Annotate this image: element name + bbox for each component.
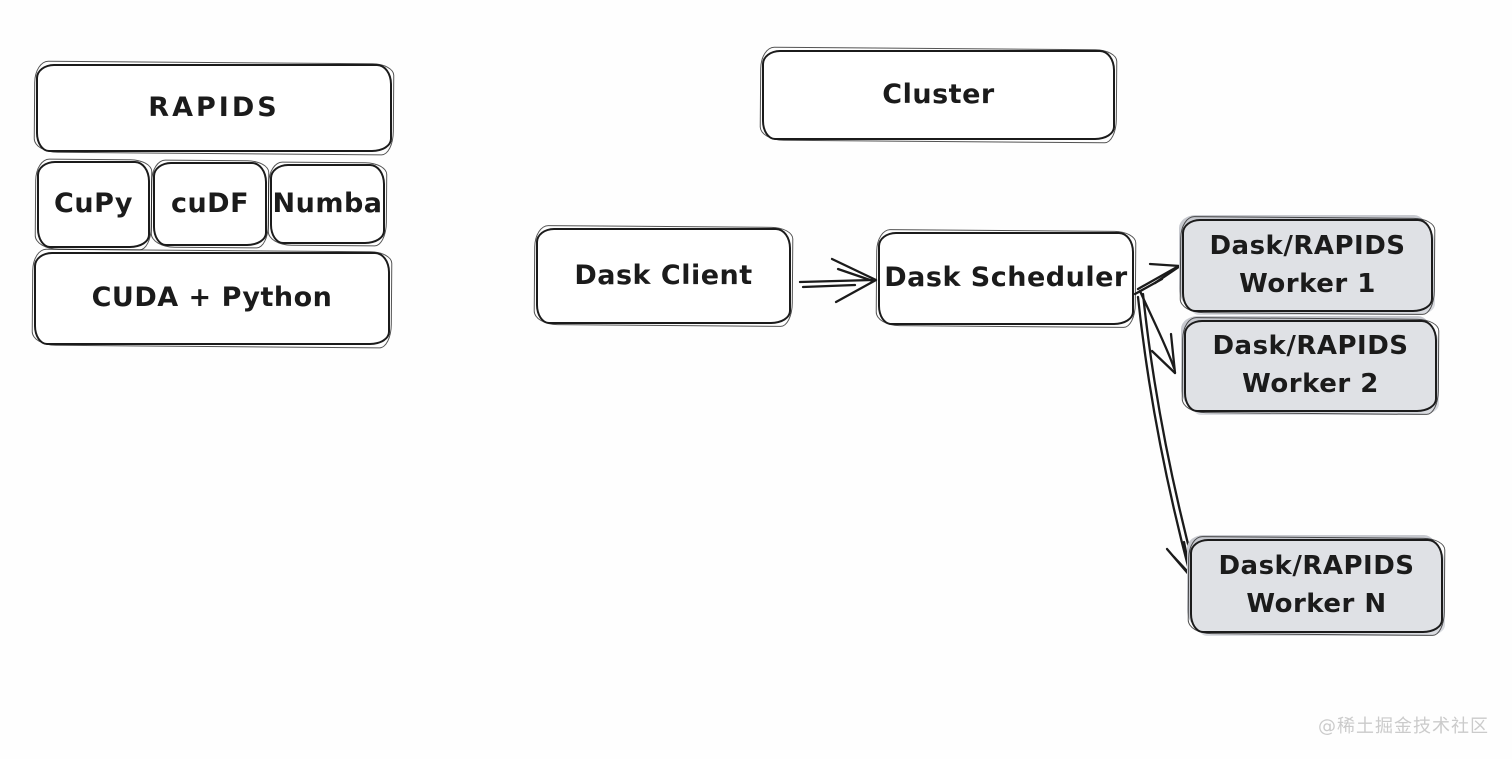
worker-1-line1: Dask/RAPIDS bbox=[1209, 230, 1406, 261]
dask-scheduler-label: Dask Scheduler bbox=[884, 262, 1128, 294]
worker-2-line2: Worker 2 bbox=[1242, 369, 1379, 399]
cuda-python-box: CUDA + Python bbox=[34, 252, 390, 345]
worker-2-line1: Dask/RAPIDS bbox=[1212, 331, 1409, 362]
worker-n-box: Dask/RAPIDS Worker N bbox=[1190, 539, 1443, 633]
rapids-box: RAPIDS bbox=[36, 64, 392, 152]
worker-n-line2: Worker N bbox=[1246, 589, 1387, 619]
cluster-box: Cluster bbox=[762, 50, 1115, 140]
cuda-python-label: CUDA + Python bbox=[91, 282, 333, 314]
dask-client-label: Dask Client bbox=[574, 259, 753, 291]
arrow-scheduler-to-worker-1 bbox=[1133, 262, 1182, 296]
worker-n-line1: Dask/RAPIDS bbox=[1218, 551, 1415, 582]
watermark: @稀土掘金技术社区 bbox=[1318, 716, 1489, 737]
cudf-box: cuDF bbox=[153, 162, 267, 246]
numba-label: Numba bbox=[272, 187, 383, 219]
dask-scheduler-box: Dask Scheduler bbox=[878, 232, 1134, 325]
arrow-scheduler-to-worker-2 bbox=[1138, 289, 1177, 375]
worker-1-box: Dask/RAPIDS Worker 1 bbox=[1182, 219, 1433, 312]
arrow-client-to-scheduler bbox=[798, 257, 878, 304]
numba-box: Numba bbox=[270, 164, 385, 244]
cupy-box: CuPy bbox=[37, 161, 150, 248]
cudf-label: cuDF bbox=[170, 187, 250, 219]
cupy-label: CuPy bbox=[54, 188, 133, 220]
worker-2-box: Dask/RAPIDS Worker 2 bbox=[1184, 320, 1437, 412]
worker-1-line2: Worker 1 bbox=[1239, 268, 1376, 299]
rapids-label: RAPIDS bbox=[148, 91, 280, 123]
dask-client-box: Dask Client bbox=[536, 228, 791, 324]
cluster-label: Cluster bbox=[882, 78, 995, 110]
